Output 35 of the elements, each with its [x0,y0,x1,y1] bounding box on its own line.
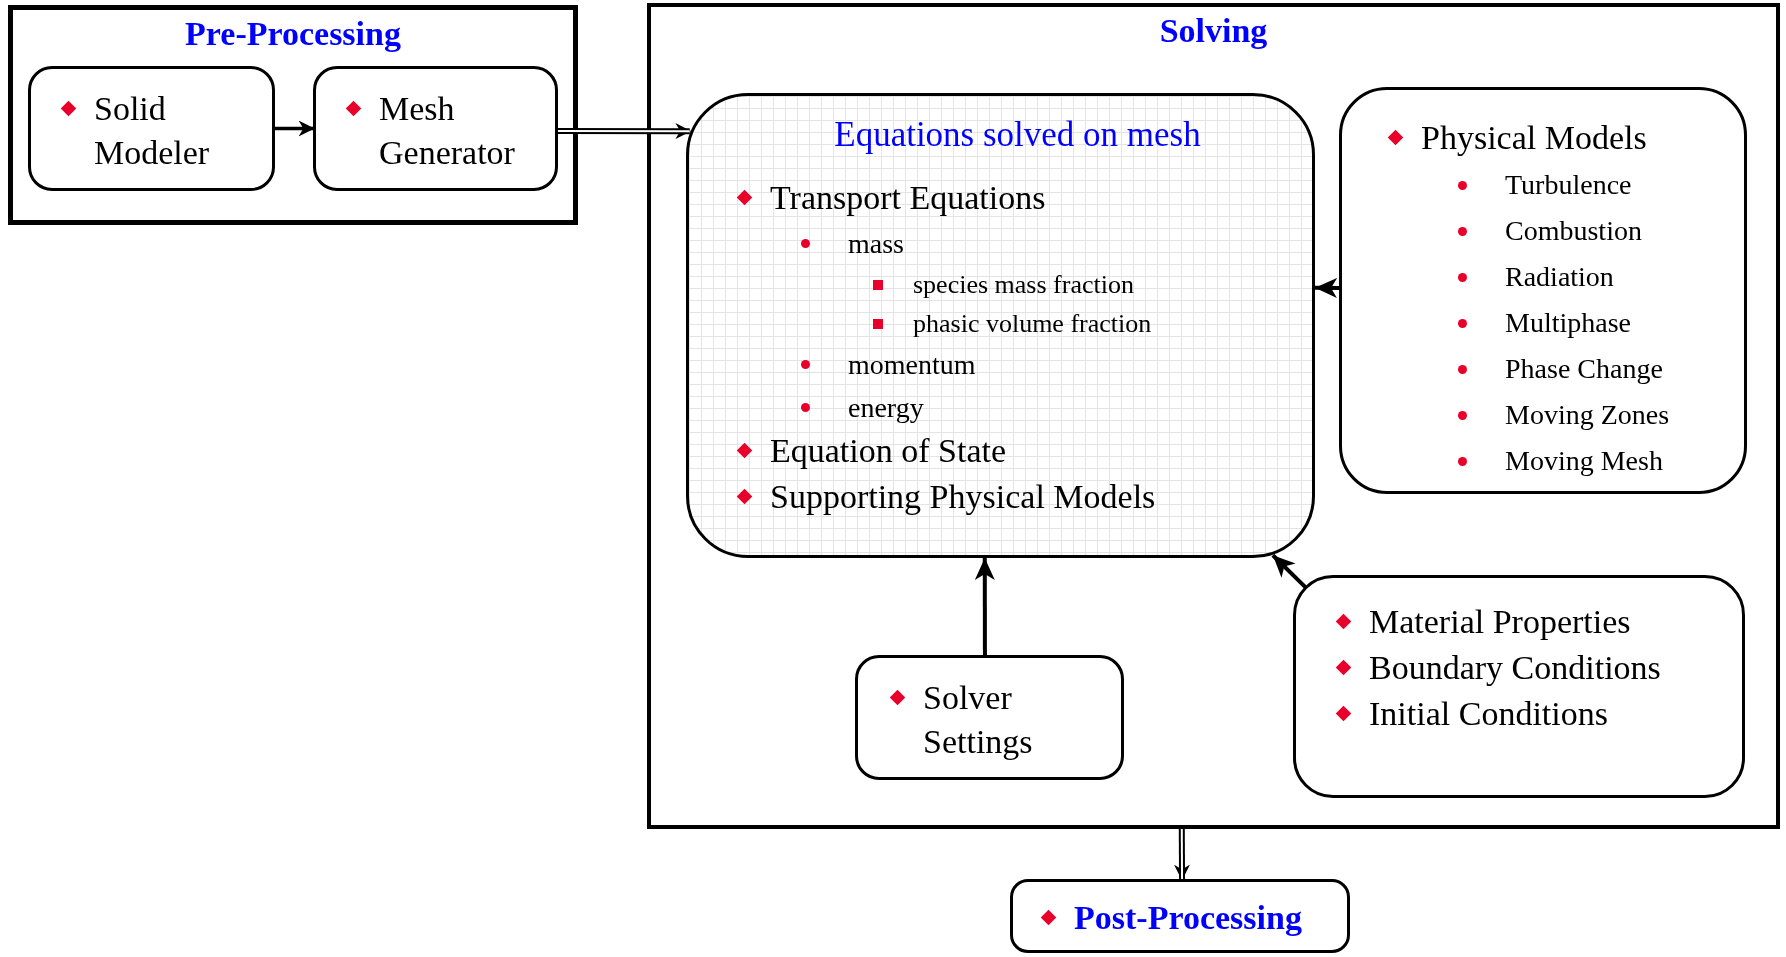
stage-title: Solving [1158,11,1269,51]
list-item-text: Material Properties [1369,602,1631,642]
list-item-text: momentum [848,347,976,382]
list-item-text: Multiphase [1505,306,1631,340]
list-item-text: Boundary Conditions [1369,648,1661,688]
list-item-text: Mesh Generator [379,89,516,173]
list-item-text: Phase Change [1505,352,1663,386]
list-item-text: Solid Modeler [94,89,211,173]
list-item-text: Moving Mesh [1505,444,1663,478]
list-item-text: Solver Settings [923,678,1034,762]
list-item-text: Post-Processing [1074,898,1302,938]
list-item-text: Physical Models [1421,118,1647,158]
list-item-text: Turbulence [1505,168,1632,202]
stage-title: Pre-Processing [184,14,402,54]
rounded-box [28,66,275,191]
list-item-text: Initial Conditions [1369,694,1608,734]
list-item-text: phasic volume fraction [913,307,1152,340]
list-item-text: Combustion [1505,214,1642,248]
stage-frame [647,3,1780,829]
rounded-box [686,93,1315,558]
list-item-text: Transport Equations [770,178,1046,218]
list-item-text: Equation of State [770,431,1007,471]
rounded-box [1339,87,1747,494]
stage-frame [8,5,578,225]
list-item-text: Supporting Physical Models [770,477,1156,517]
box-heading: Equations solved on mesh [834,115,1201,155]
list-item-text: species mass fraction [913,268,1134,301]
list-item-text: mass [848,226,904,261]
rounded-box [313,66,558,191]
rounded-box [1010,879,1350,953]
list-item-text: Radiation [1505,260,1614,294]
rounded-box [1293,575,1745,798]
list-item-text: Moving Zones [1505,398,1670,432]
list-item-text: energy [848,390,924,425]
rounded-box [855,655,1124,780]
